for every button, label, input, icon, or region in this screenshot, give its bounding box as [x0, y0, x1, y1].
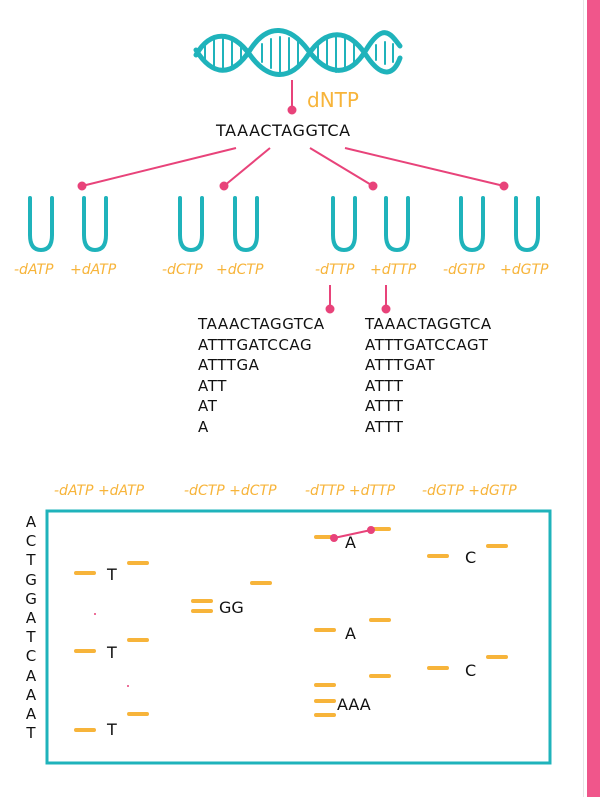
dntp-label: dNTP [307, 88, 359, 112]
ladder-base: T [26, 628, 36, 647]
fragment-item: AT [198, 397, 218, 415]
gel-bands [74, 527, 508, 732]
fragment-item: ATTT [365, 417, 404, 436]
gel-header-datp: -dATP +dATP [54, 483, 145, 499]
ladder-base: G [25, 570, 37, 589]
fragments-minus-list: TAAACTAGGTCA ATTTGATCCAG ATTTGA ATT AT A [198, 314, 325, 437]
tube-icon [82, 196, 108, 253]
side-accent-bar [587, 0, 600, 797]
gel-header-dctp: -dCTP +dCTP [184, 483, 277, 499]
gel-header-dgtp: -dGTP +dGTP [422, 483, 517, 499]
band-label: A [345, 624, 356, 643]
fragment-item: ATTTGATCCAGT [365, 335, 489, 354]
tube-label-minus-dttp: -dTTP [315, 262, 355, 278]
fragment-item: TAAACTAGGTCA [365, 315, 492, 333]
fragment-item: ATTT [365, 397, 404, 415]
fragment-item: ATTTGATCCAG [198, 335, 313, 354]
band-label: T [107, 643, 117, 662]
band-link-marker [330, 526, 375, 542]
tube-label-minus-datp: -dATP [14, 262, 54, 278]
band-label: AAA [337, 695, 371, 714]
fragment-connectors [325, 285, 391, 314]
tube-icon [459, 196, 485, 253]
branch-connectors [77, 147, 509, 191]
template-sequence: TAAACTAGGTCA [216, 121, 351, 140]
tube-label-plus-datp: +dATP [70, 262, 117, 278]
ladder-base: C [25, 647, 37, 666]
tube-label-minus-dgtp: -dGTP [443, 262, 485, 278]
tube-icon [331, 196, 357, 253]
ladder-base: T [26, 724, 36, 743]
tube-label-plus-dttp: +dTTP [370, 262, 417, 278]
ladder-base: A [25, 666, 37, 685]
ladder-base: A [25, 705, 37, 724]
tube-label-plus-dgtp: +dGTP [500, 262, 549, 278]
band-label: GG [219, 598, 244, 617]
ladder-base: A [25, 513, 37, 531]
fragment-item: ATTTGAT [365, 356, 436, 374]
ladder-base: A [25, 609, 37, 628]
fragment-item: ATT [198, 376, 227, 395]
band-label: T [107, 565, 117, 584]
fragments-plus-list: TAAACTAGGTCA ATTTGATCCAGT ATTTGAT ATTT A… [365, 314, 492, 437]
ladder-base: T [26, 551, 36, 570]
gel-header-dttp: -dTTP +dTTP [305, 483, 396, 499]
fragment-item: A [198, 417, 209, 436]
gel-specks [94, 613, 129, 687]
sequence-ladder: A C T G G A T C A A A T [22, 513, 40, 743]
tube-label-minus-dctp: -dCTP [162, 262, 203, 278]
ladder-base: G [25, 589, 37, 608]
tube-icon [233, 196, 259, 253]
band-label: A [345, 533, 356, 552]
band-label: T [107, 720, 117, 739]
tube-icon [514, 196, 540, 253]
tube-label-plus-dctp: +dCTP [216, 262, 264, 278]
connector-helix [287, 80, 297, 115]
tube-icon [384, 196, 410, 253]
fragment-item: ATTTGA [198, 356, 260, 374]
ladder-base: A [25, 685, 37, 704]
ladder-base: C [25, 532, 37, 551]
fragment-item: TAAACTAGGTCA [198, 315, 325, 333]
side-divider [583, 0, 584, 797]
tube-icon [28, 196, 54, 253]
tube-icon [178, 196, 204, 253]
band-label: C [465, 661, 477, 680]
gel-box [45, 509, 552, 765]
band-label: C [465, 548, 477, 567]
test-tubes [28, 196, 540, 253]
dna-helix-icon [193, 28, 403, 77]
fragment-item: ATTT [365, 376, 404, 395]
